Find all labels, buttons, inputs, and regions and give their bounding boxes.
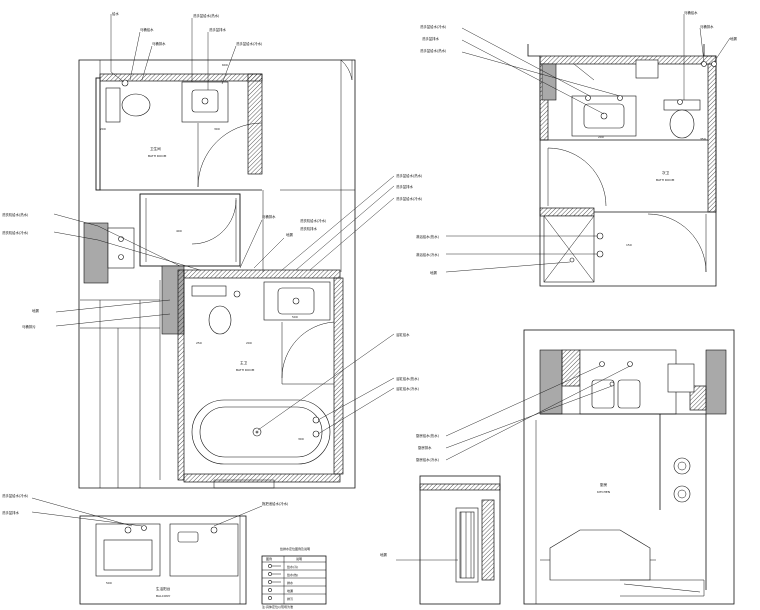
dimension-label: 300 <box>298 437 304 441</box>
annotation-label: 马桶排水 <box>152 41 166 46</box>
annotation-label: 淋浴给水(热水) <box>416 234 440 239</box>
kitchen-plan <box>523 329 735 605</box>
annotation-label: 洗手盆给水(热水) <box>193 13 220 18</box>
annotation-label: 洗手盆给水(热水) <box>396 173 423 178</box>
annotation-label: 洗手盆排水 <box>209 27 227 32</box>
annotation-label: 洗手盆给水(冷水) <box>236 41 263 46</box>
right-bath-plan <box>527 44 717 287</box>
legend-note: 注:具体定位以现场为准 <box>262 604 293 609</box>
legend-row-desc: 给水(热) <box>287 572 298 577</box>
annotation-label: 浴缸给水 <box>396 332 410 337</box>
annotation-label: 马桶给水 <box>140 27 154 32</box>
dimension-label: 500 <box>106 581 112 585</box>
left-floor-plan <box>78 59 356 489</box>
dimension-label: 200 <box>598 135 604 139</box>
annotation-label: 厨房给水(热水) <box>416 433 440 438</box>
storage-plan <box>419 475 501 605</box>
legend-title: 给排水定位图例及说明 <box>280 546 310 551</box>
annotation-label: 淋浴给水(冷水) <box>416 252 440 257</box>
room-subtitle-kitchen: KITCHEN <box>597 490 610 494</box>
annotation-label: 拖把池给水(冷水) <box>262 501 289 506</box>
annotation-label: 浴缸给水(热水) <box>396 376 420 381</box>
annotation-label: 马桶给水 <box>684 10 698 15</box>
legend-row-desc: 地漏 <box>287 588 293 593</box>
annotation-label: 洗手盆给水(冷水) <box>2 493 29 498</box>
legend-row-desc: 排污 <box>287 596 293 601</box>
room-subtitle-bath3: BATH ROOM <box>656 178 675 182</box>
legend-table: 给排水定位图例及说明 图例 说明 给水(冷) 给水(热) 排水 地漏 排污 注:… <box>261 546 327 609</box>
legend-row-desc: 排水 <box>287 580 293 585</box>
dimension-label: 200 <box>100 127 106 131</box>
annotation-label: 给水 <box>112 11 119 16</box>
dimension-label: 250 <box>196 341 202 345</box>
room-title-bath1: 卫生间 <box>150 146 161 151</box>
annotation-label: 马桶排污 <box>22 324 36 329</box>
annotation-label: 洗衣机给水(冷水) <box>300 218 327 223</box>
annotation-label: 地漏 <box>730 36 737 41</box>
annotation-label: 马桶排水 <box>262 214 276 219</box>
dimension-label: 600 <box>222 63 228 67</box>
annotation-label: 地漏 <box>430 270 437 275</box>
annotation-label: 厨房排水 <box>418 445 432 450</box>
annotation-label: 地漏 <box>380 552 387 557</box>
dimension-label: 150 <box>626 243 632 247</box>
annotation-label: 洗手盆排水 <box>422 36 440 41</box>
misc-labels: 洗衣机给水(冷水) 洗衣机排水 <box>300 218 327 231</box>
balcony-plan <box>79 515 247 605</box>
room-subtitle-bath2: BATH ROOM <box>236 368 255 372</box>
room-title-kitchen: 厨房 <box>600 482 608 487</box>
legend-header-desc: 说明 <box>296 556 302 561</box>
dimension-labels: 600 200 300 400 250 200 500 300 200 350 … <box>100 63 706 585</box>
annotation-label: 洗手盆排水 <box>2 510 20 515</box>
dimension-label: 300 <box>214 127 220 131</box>
room-subtitle-balcony: BALCONY <box>156 594 170 598</box>
annotation-label: 地漏 <box>32 308 39 313</box>
leader-lines <box>31 14 731 561</box>
annotation-label: 洗衣机排水 <box>300 226 318 231</box>
annotation-label: 地漏 <box>286 232 293 237</box>
annotation-label: 马桶排水 <box>700 24 714 29</box>
dimension-label: 400 <box>176 229 182 233</box>
annotation-label: 浴缸给水(冷水) <box>396 386 420 391</box>
room-title-bath2: 主卫 <box>240 360 248 365</box>
room-title-bath3: 次卫 <box>662 170 670 175</box>
annotation-label: 洗衣机给水(热水) <box>2 212 29 217</box>
room-titles: 卫生间 BATH ROOM 主卫 BATH ROOM 次卫 BATH ROOM … <box>148 146 675 598</box>
annotation-label: 洗手盆给水(冷水) <box>396 196 423 201</box>
annotation-label: 洗手盆给水(热水) <box>420 48 447 53</box>
room-subtitle-bath1: BATH ROOM <box>148 154 167 158</box>
room-title-balcony: 生活阳台 <box>156 586 171 591</box>
annotation-label: 洗手盆给水(冷水) <box>420 24 447 29</box>
dimension-label: 500 <box>292 315 298 319</box>
dimension-label: 350 <box>700 137 706 141</box>
annotation-label: 洗手盆排水 <box>396 184 414 189</box>
annotation-label: 厨房给水(冷水) <box>416 457 440 462</box>
legend-row-desc: 给水(冷) <box>287 564 298 569</box>
annotation-labels: 给水 马桶给水 马桶排水 洗手盆给水(热水) 洗手盆排水 洗手盆给水(冷水) 洗… <box>2 10 737 557</box>
annotation-label: 洗衣机给水(冷水) <box>2 230 29 235</box>
dimension-label: 200 <box>246 341 252 345</box>
legend-header-symbol: 图例 <box>266 556 272 561</box>
